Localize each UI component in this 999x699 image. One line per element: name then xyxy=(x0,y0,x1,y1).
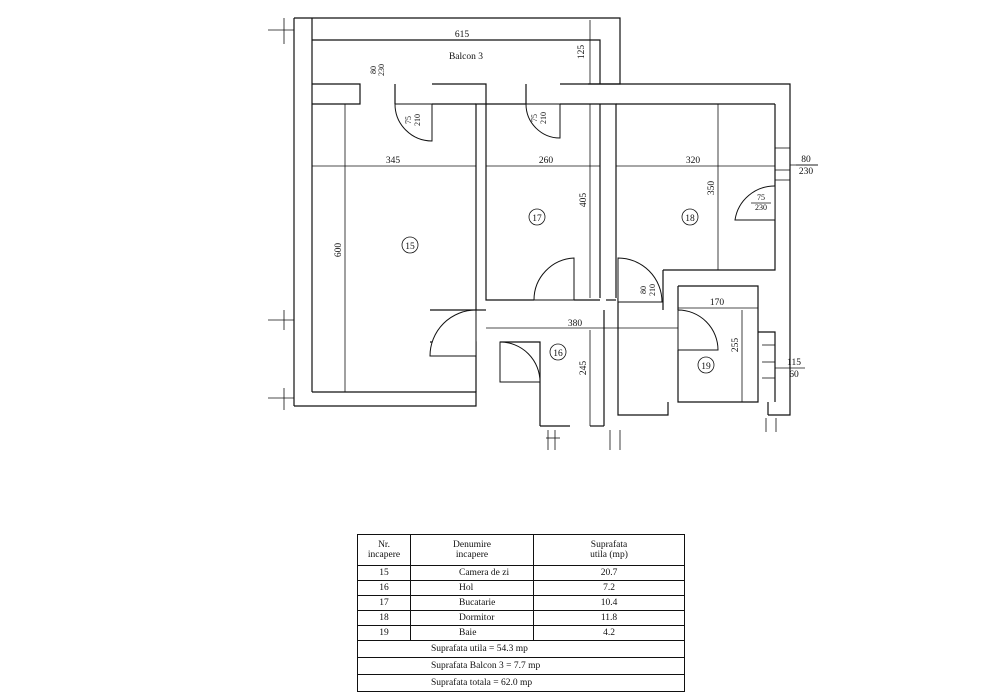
dim-hall-width: 380 xyxy=(568,319,583,329)
total-usable: Suprafata utila = 54.3 mp xyxy=(357,640,685,658)
room-16-marker xyxy=(549,343,567,361)
cell-name: Baie xyxy=(410,625,534,641)
dim-window18-w: 80 xyxy=(801,155,811,165)
total-balcony-row: Suprafata Balcon 3 = 7.7 mp xyxy=(357,657,685,675)
room-17-marker xyxy=(528,208,546,226)
exterior-walls xyxy=(268,17,818,450)
dim-balcony-door-w: 80 xyxy=(369,66,378,74)
dim-door18-h: 230 xyxy=(755,203,767,212)
cell-nr: 17 xyxy=(357,595,411,611)
dim-balcony-door-h: 230 xyxy=(377,64,386,76)
dim-room15-width: 345 xyxy=(386,156,401,166)
dimension-lines xyxy=(312,20,775,426)
dim-door18-w: 75 xyxy=(757,193,765,202)
floor-plan: 15 16 17 18 19 Balcon 3 615 125 80 230 7… xyxy=(268,17,818,450)
table-row: 17 Bucatarie 10.4 xyxy=(357,595,685,611)
dim-door19-h: 210 xyxy=(648,284,657,296)
table-row: 18 Dormitor 11.8 xyxy=(357,610,685,626)
room-17-label: 17 xyxy=(532,214,542,224)
dim-room17-height: 405 xyxy=(579,193,589,208)
total-area: Suprafata totala = 62.0 mp xyxy=(357,674,685,692)
dim-room15-height: 600 xyxy=(334,243,344,258)
cell-nr: 16 xyxy=(357,580,411,596)
dim-door17-w: 75 xyxy=(530,114,539,122)
dim-window19-w: 115 xyxy=(787,358,801,368)
dim-room18-width: 320 xyxy=(686,156,701,166)
dim-hall-height: 245 xyxy=(579,361,589,376)
room-19-marker xyxy=(697,356,715,374)
cell-area: 10.4 xyxy=(533,595,685,611)
dim-door17-h: 210 xyxy=(539,112,548,124)
total-balcony: Suprafata Balcon 3 = 7.7 mp xyxy=(357,657,685,675)
dim-door19-w: 80 xyxy=(639,286,648,294)
dim-room19-height: 255 xyxy=(731,338,741,353)
dim-window18-h: 230 xyxy=(799,167,814,177)
room-markers xyxy=(401,208,715,374)
room-15-label: 15 xyxy=(405,242,415,252)
cell-area: 20.7 xyxy=(533,565,685,581)
cell-nr: 15 xyxy=(357,565,411,581)
cell-nr: 19 xyxy=(357,625,411,641)
dim-room18-height: 350 xyxy=(707,181,717,196)
cell-area: 4.2 xyxy=(533,625,685,641)
room-16-label: 16 xyxy=(553,349,563,359)
cell-name: Camera de zi xyxy=(410,565,534,581)
table-row: 15 Camera de zi 20.7 xyxy=(357,565,685,581)
cell-name: Dormitor xyxy=(410,610,534,626)
total-area-row: Suprafata totala = 62.0 mp xyxy=(357,674,685,692)
dim-room17-width: 260 xyxy=(539,156,554,166)
header-nr: Nr.incapere xyxy=(357,534,411,566)
dim-window19-h: 60 xyxy=(789,370,799,380)
total-usable-row: Suprafata utila = 54.3 mp xyxy=(357,640,685,658)
table-row: 16 Hol 7.2 xyxy=(357,580,685,596)
room-18-label: 18 xyxy=(685,214,695,224)
cell-area: 7.2 xyxy=(533,580,685,596)
dim-door15-h: 210 xyxy=(413,114,422,126)
room-19-label: 19 xyxy=(701,362,711,372)
cell-area: 11.8 xyxy=(533,610,685,626)
dim-room19-width: 170 xyxy=(710,298,725,308)
dim-door15-w: 75 xyxy=(404,116,413,124)
table-row: 19 Baie 4.2 xyxy=(357,625,685,641)
balcony-label: Balcon 3 xyxy=(449,52,483,62)
room-18-marker xyxy=(681,208,699,226)
cell-name: Hol xyxy=(410,580,534,596)
room-15-marker xyxy=(401,236,419,254)
cell-name: Bucatarie xyxy=(410,595,534,611)
dim-balcony-width: 615 xyxy=(455,30,470,40)
dim-balcony-depth: 125 xyxy=(577,45,587,60)
cell-nr: 18 xyxy=(357,610,411,626)
